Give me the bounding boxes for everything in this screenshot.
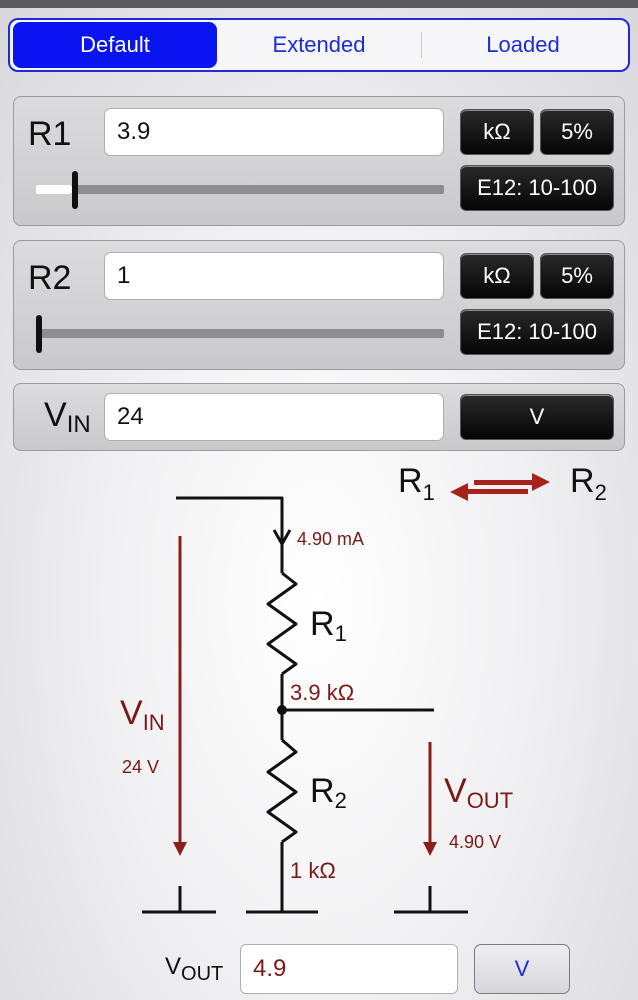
vout-result-field[interactable]: 4.9 <box>240 944 458 994</box>
r2-label: R2 <box>28 259 72 297</box>
current-readout: 4.90 mA <box>297 529 365 549</box>
r1-panel: R1 3.9 kΩ 5% E12: 10-100 <box>13 96 625 226</box>
r1-resistor-symbol <box>266 571 298 676</box>
swap-arrows-icon <box>450 473 550 501</box>
vout-result-label: VOUT <box>165 953 224 985</box>
mode-segmented-control: Default Extended Loaded <box>8 18 630 72</box>
vin-label: VIN <box>44 396 91 438</box>
tab-extended[interactable]: Extended <box>272 32 366 57</box>
r2-tolerance-button[interactable]: 5% <box>540 253 614 299</box>
tab-default[interactable]: Default <box>13 22 217 68</box>
r2-series-button[interactable]: E12: 10-100 <box>460 309 614 355</box>
vout-unit-button[interactable]: V <box>474 944 570 994</box>
vin-panel: VIN 24 V <box>13 383 625 451</box>
r2-unit-button[interactable]: kΩ <box>460 253 534 299</box>
vin-schematic-value: 24 V <box>122 757 160 777</box>
r1-schematic-label: R1 <box>310 605 347 646</box>
r2-resistor-symbol <box>266 738 298 844</box>
r2-slider-thumb[interactable] <box>36 315 42 353</box>
status-bar <box>0 0 638 8</box>
input-wire <box>176 496 284 542</box>
r1-value-input[interactable]: 3.9 <box>104 108 444 156</box>
r1-slider-track[interactable] <box>36 185 444 194</box>
tab-loaded[interactable]: Loaded <box>421 22 625 68</box>
r2-schematic-value: 1 kΩ <box>290 858 336 883</box>
vin-schematic-label: VIN <box>120 694 165 735</box>
r1-slider-thumb[interactable] <box>72 171 79 209</box>
r2-schematic-label: R2 <box>310 772 347 813</box>
vin-unit-button[interactable]: V <box>460 394 614 440</box>
r2-panel: R2 1 kΩ 5% E12: 10-100 <box>13 240 625 370</box>
r1-unit-button[interactable]: kΩ <box>460 109 534 155</box>
vout-schematic-label: VOUT <box>444 772 514 813</box>
r1-schematic-value: 3.9 kΩ <box>290 680 355 705</box>
r1-series-button[interactable]: E12: 10-100 <box>460 165 614 211</box>
ground-left-symbol <box>142 886 216 914</box>
r1-slider-fill <box>36 185 73 194</box>
vout-schematic-value: 4.90 V <box>449 832 502 852</box>
r1-label: R1 <box>28 115 72 153</box>
junction-node <box>277 705 287 715</box>
r2-slider-track[interactable] <box>36 329 444 338</box>
r2-value-input[interactable]: 1 <box>104 252 444 300</box>
swap-left-label: R1 <box>398 462 435 505</box>
r1-tolerance-button[interactable]: 5% <box>540 109 614 155</box>
ground-right-symbol <box>394 886 468 914</box>
swap-right-label: R2 <box>570 462 607 505</box>
vin-value-input[interactable]: 24 <box>104 393 444 441</box>
swap-resistors-button[interactable]: R1 R2 <box>398 462 618 522</box>
voltage-divider-schematic <box>142 496 468 914</box>
